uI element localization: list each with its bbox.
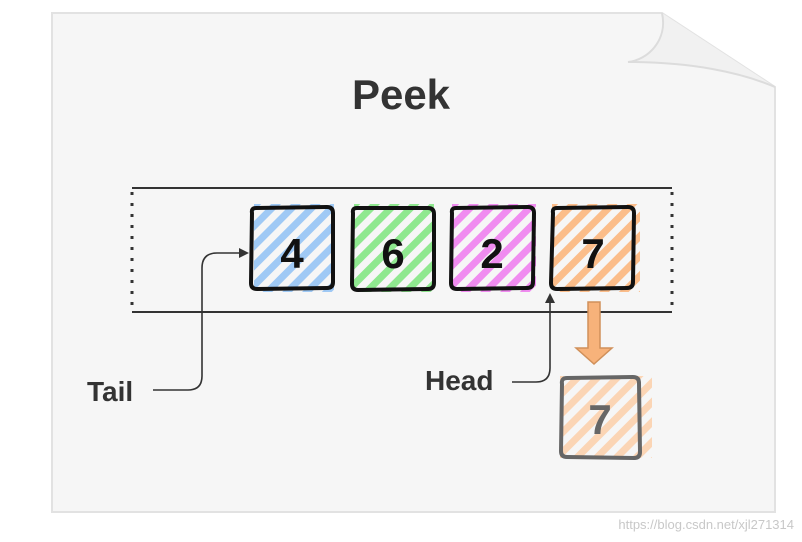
queue-item-2: 2	[449, 204, 536, 292]
head-label: Head	[425, 365, 493, 396]
peeked-item-value: 7	[588, 396, 611, 443]
queue-item-value: 6	[381, 230, 404, 277]
peeked-item: 7	[559, 375, 652, 460]
paper-fold	[627, 12, 776, 88]
queue-item-value: 2	[480, 230, 503, 277]
peek-arrow-icon	[574, 301, 614, 366]
queue-item-value: 7	[581, 230, 604, 277]
queue-item-6: 6	[350, 204, 436, 292]
tail-pointer-arrow	[153, 248, 249, 391]
watermark: https://blog.csdn.net/xjl271314	[618, 517, 794, 532]
tail-label: Tail	[87, 376, 133, 407]
head-pointer-arrow	[512, 293, 555, 383]
queue-container	[130, 187, 674, 313]
diagram-title: Peek	[352, 71, 451, 118]
queue-item-4: 4	[249, 204, 335, 292]
queue-item-value: 4	[280, 230, 304, 277]
queue-item-7: 7	[549, 204, 640, 292]
